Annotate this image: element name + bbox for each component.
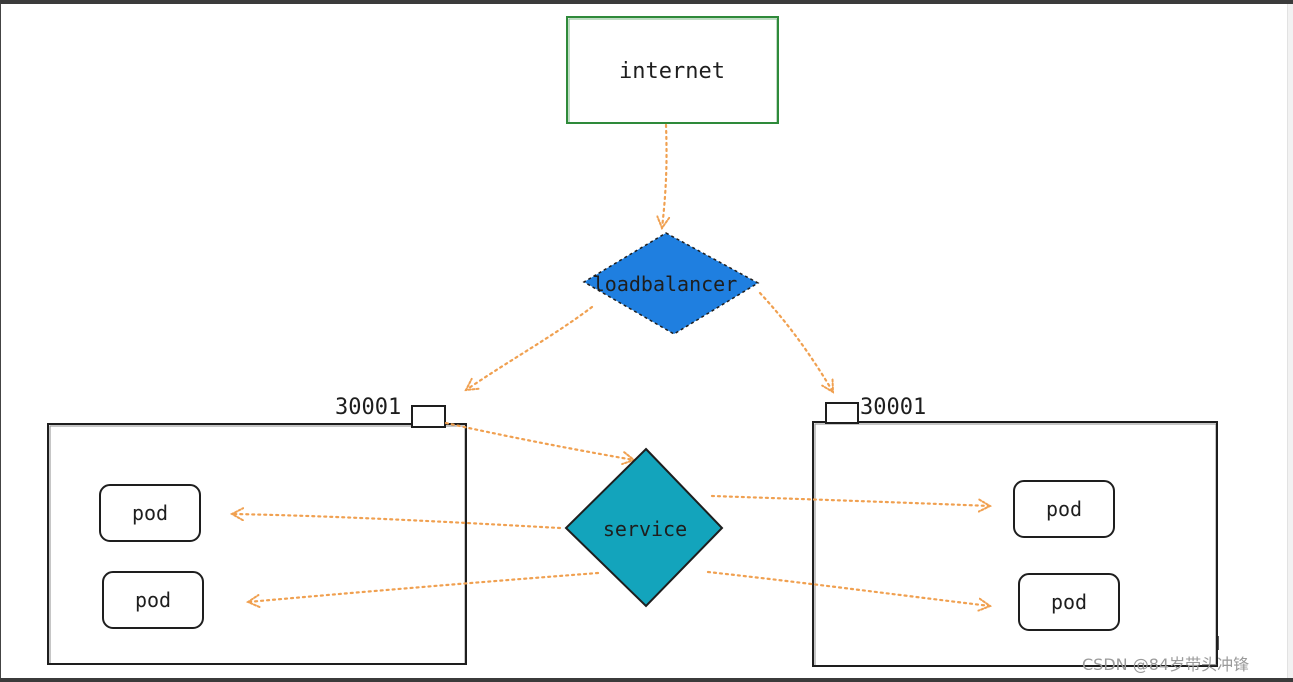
loadbalancer-diamond xyxy=(582,232,760,335)
arrow-loadbalancer-to-left-port xyxy=(466,305,594,390)
left-pod-1 xyxy=(99,484,201,542)
loadbalancer-label: loadbalancer xyxy=(593,272,738,296)
arrow-loadbalancer-to-right-port xyxy=(758,291,835,392)
left-pod-2 xyxy=(102,571,204,629)
scrollbar-track[interactable] xyxy=(1287,4,1293,678)
arrow-service-to-right-pod-2 xyxy=(706,570,990,606)
left-port-label: 30001 xyxy=(335,395,401,420)
watermark: CSDN @84岁带头冲锋 xyxy=(1082,655,1250,674)
right-port-label: 30001 xyxy=(860,395,926,420)
arrow-port-to-service xyxy=(444,421,634,460)
right-port-box xyxy=(825,402,859,424)
window-top-border xyxy=(0,0,1293,4)
internet-label: internet xyxy=(619,59,725,84)
right-node: 30001 pod pod xyxy=(812,395,1218,667)
right-pod-1 xyxy=(1013,480,1115,538)
service-label: service xyxy=(603,517,687,541)
internet-box xyxy=(566,16,779,124)
arrow-service-to-right-pod-1 xyxy=(710,494,990,506)
arrow-service-to-left-pod-1 xyxy=(232,514,562,530)
service-node: service xyxy=(564,447,724,608)
internet-node: internet xyxy=(566,16,779,124)
left-node: 30001 pod pod xyxy=(47,395,467,665)
right-pod-2 xyxy=(1018,573,1120,631)
left-pod-2-label: pod xyxy=(135,588,171,612)
window-bottom-border xyxy=(0,678,1293,682)
left-port-box xyxy=(411,405,446,428)
left-pod-1-label: pod xyxy=(132,501,168,525)
right-pod-2-label: pod xyxy=(1051,590,1087,614)
service-diamond xyxy=(564,447,724,608)
window-left-border xyxy=(0,4,1,678)
loadbalancer-node: loadbalancer xyxy=(582,232,760,335)
arrow-service-to-left-pod-2 xyxy=(248,571,600,602)
right-pod-1-label: pod xyxy=(1046,497,1082,521)
arrow-internet-to-loadbalancer xyxy=(662,123,667,228)
right-node-box xyxy=(812,421,1218,667)
